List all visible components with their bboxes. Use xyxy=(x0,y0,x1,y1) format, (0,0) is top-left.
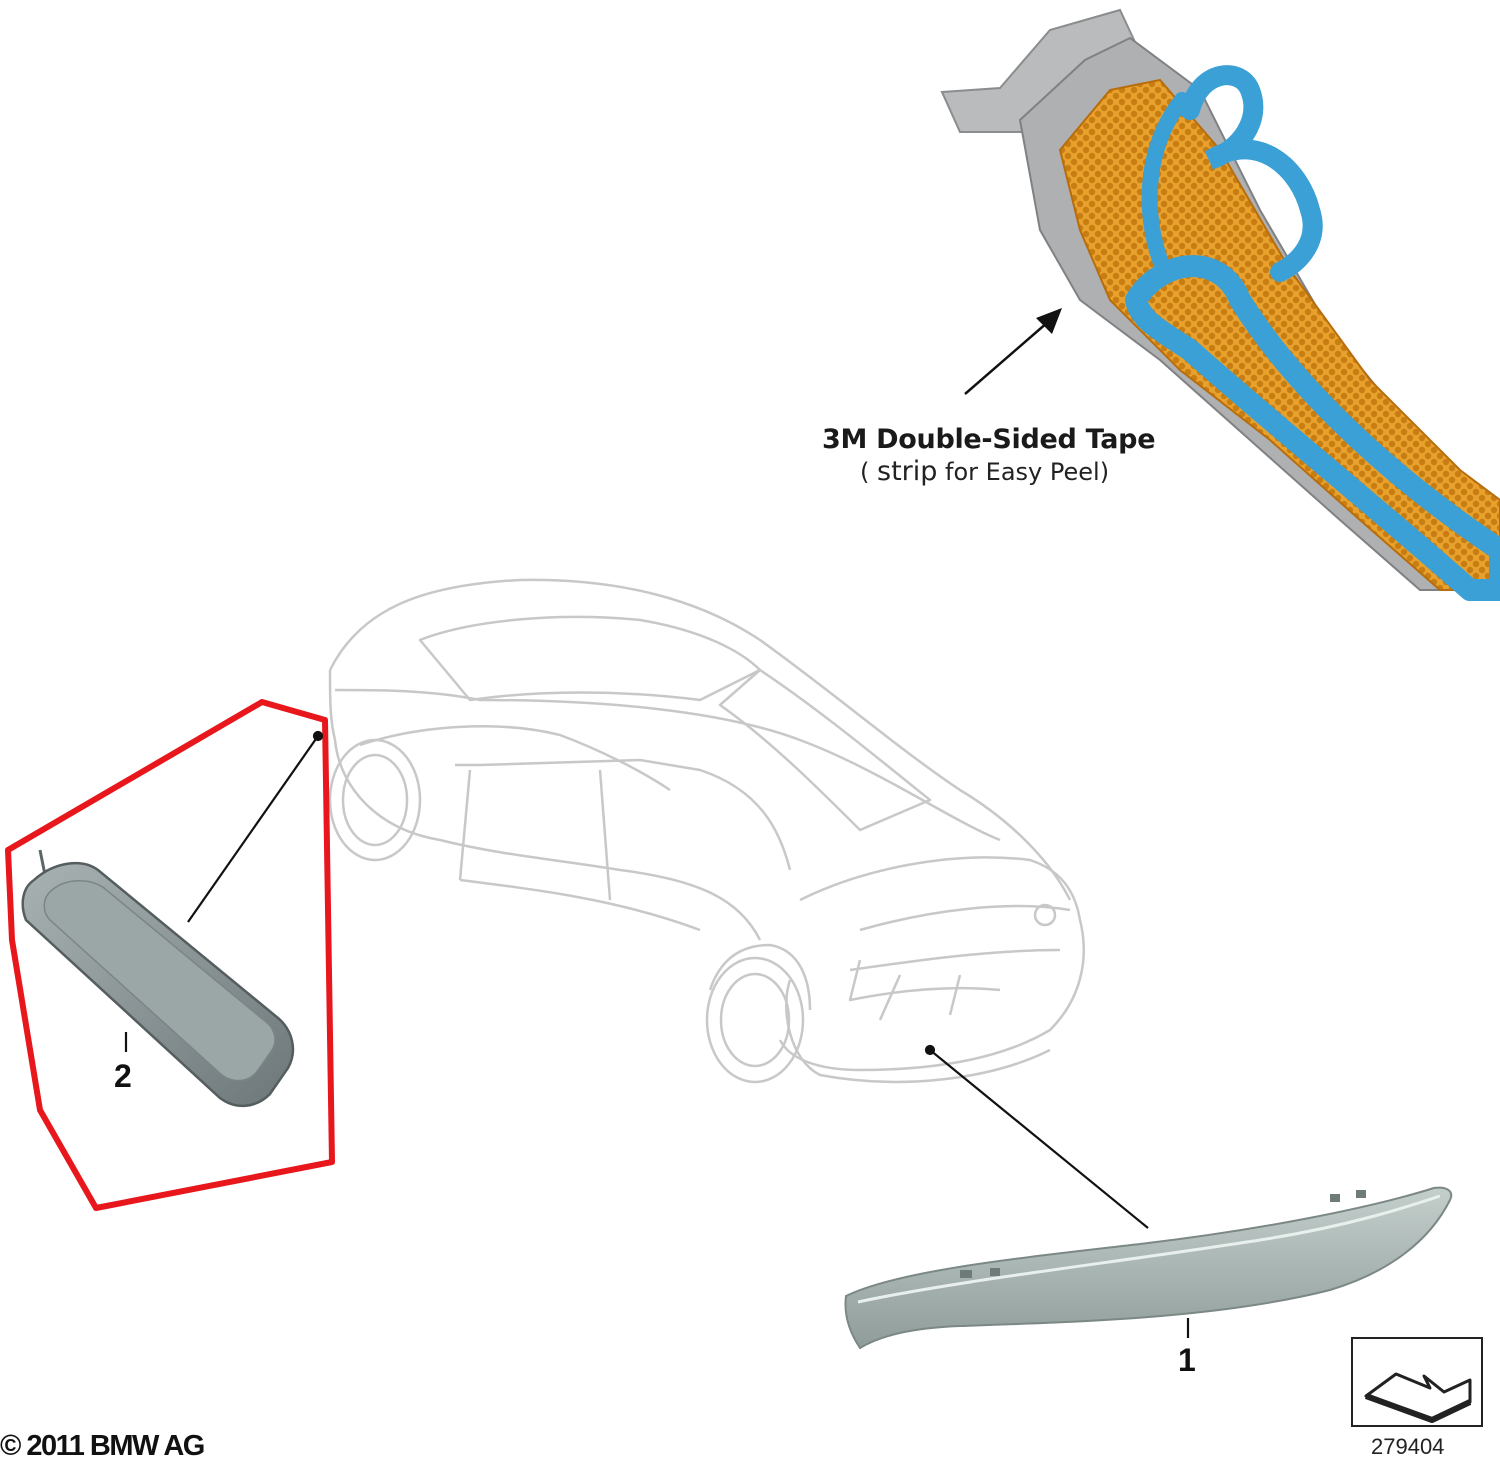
car-outline xyxy=(328,578,1085,1084)
tape-annotation-subtitle: ( strip for Easy Peel) xyxy=(860,456,1110,487)
diagram-reference-icon xyxy=(1351,1337,1483,1427)
part-2-highlight xyxy=(5,699,335,1211)
blue-peel-edge xyxy=(1141,92,1190,268)
leader-lines xyxy=(124,730,1190,1338)
tape-annotation-title: 3M Double-Sided Tape xyxy=(822,424,1156,455)
part-1-reflector[interactable] xyxy=(844,1186,1453,1350)
part-2-reflector[interactable] xyxy=(21,849,295,1107)
part-2-callout: 2 xyxy=(114,1058,132,1094)
reflector-tape-photo xyxy=(940,8,1500,601)
diagram-number: 279404 xyxy=(1371,1434,1445,1459)
part-1-callout: 1 xyxy=(1178,1342,1196,1378)
blue-peel-loop xyxy=(1180,65,1323,282)
red-highlight-outline xyxy=(5,699,335,1211)
tape-arrow xyxy=(964,308,1062,395)
copyright-notice: © 2011 BMW AG xyxy=(0,1430,205,1462)
